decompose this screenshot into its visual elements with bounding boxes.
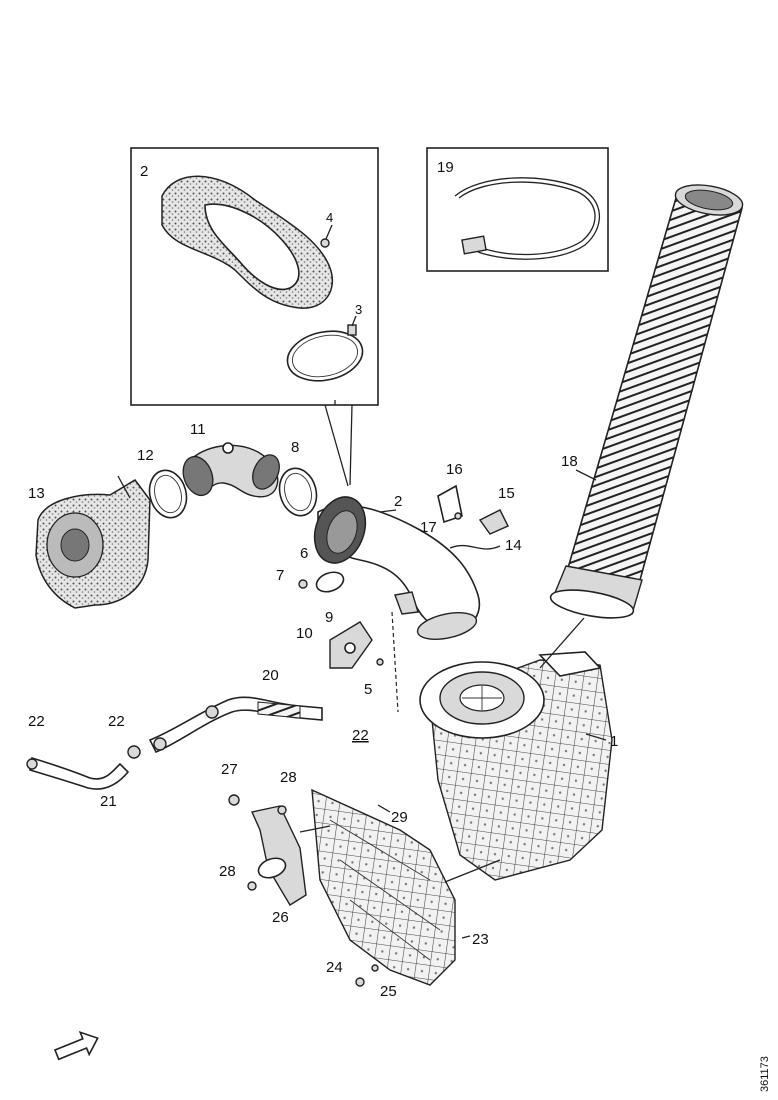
label-26: 26 <box>272 909 289 926</box>
wire-14 <box>449 544 501 550</box>
arrow-icon <box>53 1030 99 1061</box>
dashed-path <box>391 611 399 713</box>
label-28a: 28 <box>280 769 297 786</box>
bolt-25 <box>371 964 379 972</box>
bolt-7 <box>298 579 308 589</box>
label-19: 19 <box>437 159 454 176</box>
bolt-24 <box>355 977 365 987</box>
label-9: 9 <box>325 609 333 626</box>
clamp-8 <box>278 467 318 517</box>
label-12: 12 <box>137 447 154 464</box>
clip-fastener <box>320 238 330 248</box>
label-18: 18 <box>561 453 578 470</box>
leader-lines <box>117 404 607 939</box>
label-22c: 22 <box>352 727 369 744</box>
label-24: 24 <box>326 959 343 976</box>
nut-28 <box>277 805 287 815</box>
intake-duct <box>313 496 481 640</box>
label-14: 14 <box>505 537 522 554</box>
hose-clamp-ring <box>286 330 364 382</box>
clamp-band-part <box>454 177 601 260</box>
pipe-21 <box>26 745 141 790</box>
label-27: 27 <box>221 761 238 778</box>
label-4: 4 <box>326 210 333 225</box>
turbocharger-part <box>35 479 151 609</box>
support-bracket-26 <box>251 805 307 906</box>
label-2-inset: 2 <box>140 163 148 180</box>
vent-hose-20 <box>148 696 323 754</box>
sensor-15 <box>478 509 509 535</box>
label-16: 16 <box>446 461 463 478</box>
inset-box-clamp-band <box>426 147 609 272</box>
air-filter-housing <box>419 651 613 881</box>
reference-number: 361173 <box>759 1056 771 1092</box>
label-20: 20 <box>262 667 279 684</box>
label-15: 15 <box>498 485 515 502</box>
corrugated-intake-hose <box>549 184 744 619</box>
label-17: 17 <box>420 519 437 536</box>
label-8: 8 <box>291 439 299 456</box>
label-23: 23 <box>472 931 489 948</box>
label-29: 29 <box>391 809 408 826</box>
inset-box-hose-cover <box>130 147 379 406</box>
mounting-plate-23 <box>311 788 456 986</box>
label-2: 2 <box>394 493 402 510</box>
label-22a: 22 <box>28 713 45 730</box>
label-1: 1 <box>610 733 618 750</box>
clamp-12 <box>148 469 188 519</box>
label-6: 6 <box>300 545 308 562</box>
label-22b: 22 <box>108 713 125 730</box>
label-13: 13 <box>28 485 45 502</box>
label-21: 21 <box>100 793 117 810</box>
label-28b: 28 <box>219 863 236 880</box>
label-7: 7 <box>276 567 284 584</box>
elbow-pipe <box>182 442 280 498</box>
label-10: 10 <box>296 625 313 642</box>
label-11: 11 <box>190 421 206 438</box>
bolt-27 <box>228 794 240 806</box>
seal-6 <box>315 571 345 593</box>
label-3: 3 <box>355 302 362 317</box>
label-5: 5 <box>364 681 372 698</box>
label-25: 25 <box>380 983 397 1000</box>
